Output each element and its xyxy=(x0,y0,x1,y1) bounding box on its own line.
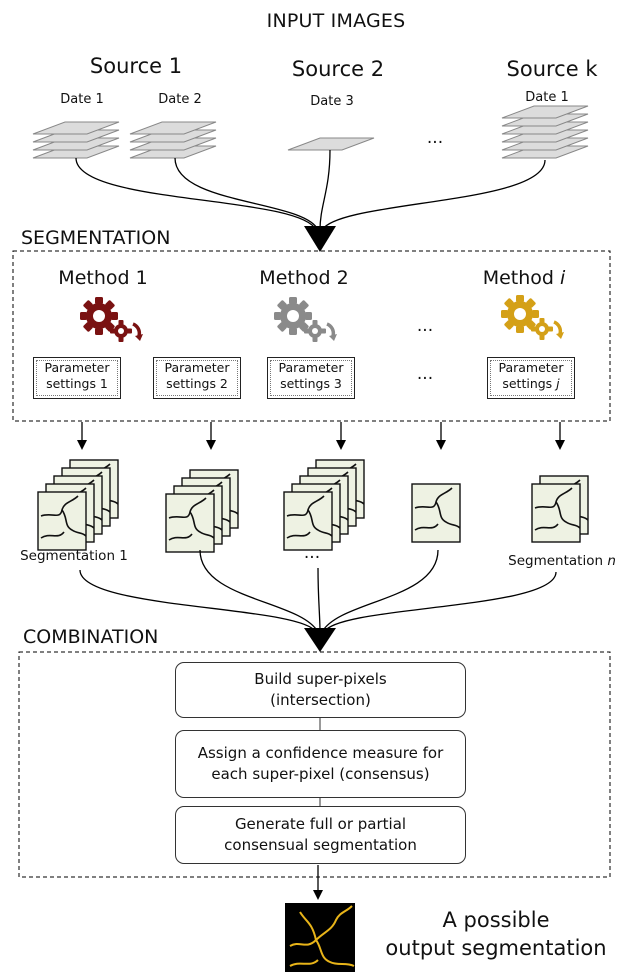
source-1-label: Source 1 xyxy=(89,54,183,78)
segmentation-n-label: Segmentation n xyxy=(508,553,616,569)
step-generate-segmentation: Generate full or partial consensual segm… xyxy=(175,806,466,864)
date-label: Date 1 xyxy=(60,92,104,107)
gear-icon-method-i xyxy=(499,293,566,342)
combination-arrowhead xyxy=(304,628,336,652)
step-build-super-pixels: Build super-pixels (intersection) xyxy=(175,662,466,718)
source-2-label: Source 2 xyxy=(291,57,385,81)
date-label: Date 1 xyxy=(525,90,569,105)
segmentation-map-stack-1 xyxy=(37,459,119,551)
segmentation-box xyxy=(12,250,611,422)
step-assign-confidence: Assign a confidence measure for each sup… xyxy=(175,730,466,798)
date-label: Date 2 xyxy=(158,92,202,107)
source1-date1-stack xyxy=(32,121,120,159)
input-images-title: INPUT IMAGES xyxy=(266,10,406,32)
params-ellipsis: ... xyxy=(416,364,434,384)
segmentation-map-stack-2 xyxy=(165,469,239,553)
segmentations-ellipsis: ... xyxy=(303,543,321,563)
segmentation-arrowhead xyxy=(304,226,336,252)
segmentation-map-stack-4 xyxy=(411,483,461,543)
method-2-label: Method 2 xyxy=(259,267,349,289)
segmentation-section-label: SEGMENTATION xyxy=(21,227,171,249)
sourcek-date1-stack xyxy=(501,105,589,159)
gear-icon-method-2 xyxy=(272,295,339,344)
combination-box xyxy=(18,651,611,878)
segmentation-map-stack-n xyxy=(531,475,589,543)
methods-ellipsis: ... xyxy=(416,316,434,336)
input-arrows xyxy=(75,149,546,231)
source2-date3-stack xyxy=(287,137,375,151)
output-segmentation-image xyxy=(285,903,355,972)
date-label: Date 3 xyxy=(310,94,354,109)
parameter-settings-j: Parameter settings j xyxy=(487,357,575,399)
combination-arrows xyxy=(79,549,557,633)
source1-date2-stack xyxy=(129,121,217,159)
combination-section-label: COMBINATION xyxy=(23,626,159,648)
parameter-settings-1: Parameter settings 1 xyxy=(33,357,121,399)
source-k-label: Source k xyxy=(506,57,598,81)
parameter-settings-2: Parameter settings 2 xyxy=(153,357,241,399)
segmentation-1-label: Segmentation 1 xyxy=(20,548,128,564)
segmentation-down-arrows xyxy=(77,422,565,450)
method-i-label: Method i xyxy=(482,267,566,289)
gear-icon-method-1 xyxy=(78,295,145,344)
segmentation-map-stack-3 xyxy=(283,459,365,551)
parameter-settings-3: Parameter settings 3 xyxy=(267,357,355,399)
method-1-label: Method 1 xyxy=(58,267,148,289)
sources-ellipsis: ... xyxy=(426,128,444,148)
output-caption: A possible output segmentation xyxy=(385,908,607,960)
